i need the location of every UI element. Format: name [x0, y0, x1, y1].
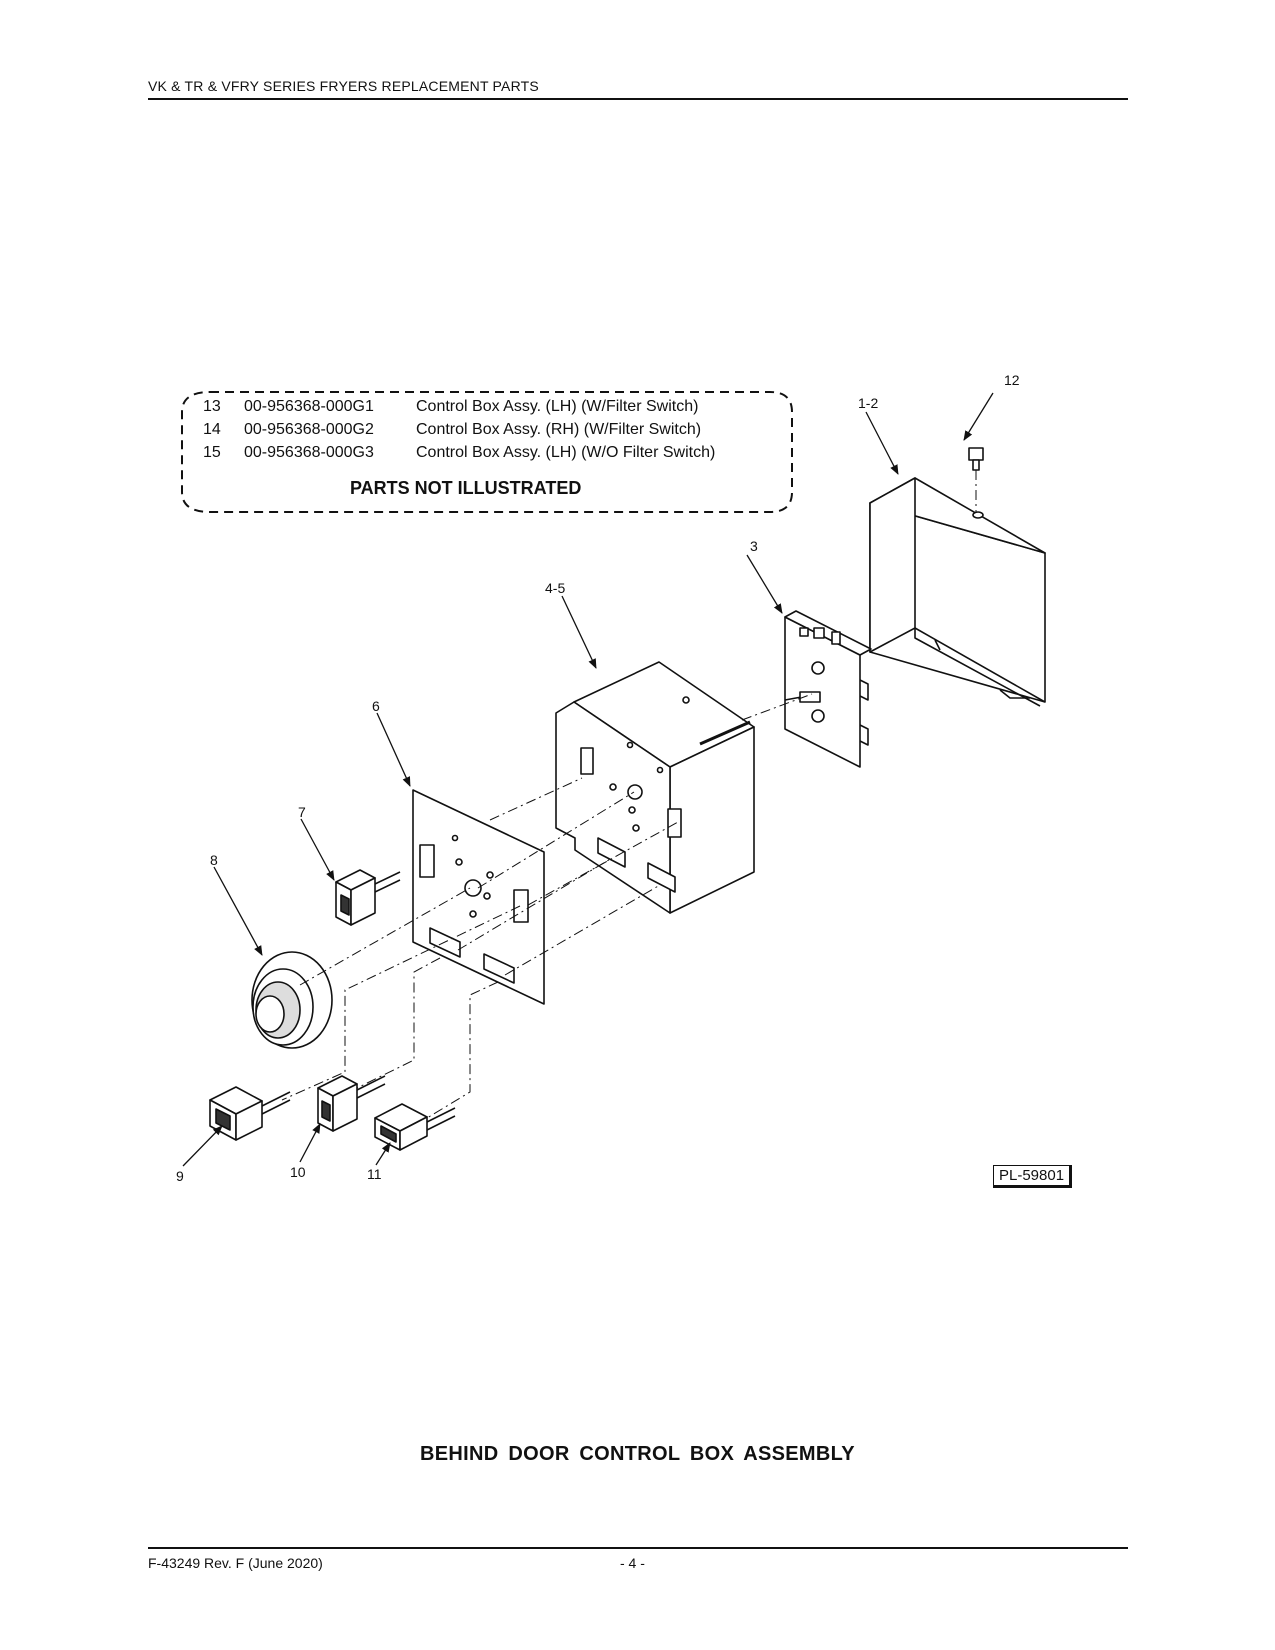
footer-doc-number: F-43249 Rev. F (June 2020) — [148, 1555, 323, 1571]
callout-8: 8 — [210, 852, 218, 868]
callout-7: 7 — [298, 804, 306, 820]
parts-not-illustrated-border — [181, 391, 793, 513]
callout-3: 3 — [750, 538, 758, 554]
rocker-switch-9 — [209, 1086, 291, 1141]
circuit-board-bracket — [784, 610, 872, 768]
pni-part-number: 00-956368-000G1 — [244, 398, 374, 415]
control-box — [555, 661, 755, 914]
callout-4-5: 4-5 — [545, 580, 566, 596]
assembly-lines — [281, 470, 977, 1119]
rocker-switch-7 — [335, 869, 401, 926]
callout-10: 10 — [290, 1164, 306, 1180]
footer-page-number: - 4 - — [620, 1555, 645, 1571]
rocker-switch-10 — [317, 1075, 386, 1132]
callout-9: 9 — [176, 1168, 184, 1184]
footer-rule — [148, 1547, 1128, 1549]
thermostat-knob — [251, 951, 333, 1049]
callout-1-2: 1-2 — [858, 395, 879, 411]
face-plate — [412, 789, 545, 1005]
page-header-title: VK & TR & VFRY SERIES FRYERS REPLACEMENT… — [148, 78, 539, 94]
pni-part-number: 00-956368-000G3 — [244, 444, 374, 461]
pni-item-number: 13 — [203, 398, 221, 415]
pni-title: PARTS NOT ILLUSTRATED — [350, 478, 582, 498]
leader-arrows — [182, 392, 994, 1167]
screw — [968, 447, 984, 471]
rocker-switch-11 — [374, 1103, 456, 1151]
pni-description: Control Box Assy. (LH) (W/Filter Switch) — [416, 398, 699, 415]
pni-part-number: 00-956368-000G2 — [244, 421, 374, 438]
pni-description: Control Box Assy. (RH) (W/Filter Switch) — [416, 421, 702, 438]
callout-11: 11 — [367, 1166, 382, 1182]
pni-description: Control Box Assy. (LH) (W/O Filter Switc… — [416, 444, 716, 461]
callout-12: 12 — [1004, 372, 1020, 388]
plate-id-box: PL-59801 — [993, 1165, 1073, 1188]
callout-6: 6 — [372, 698, 380, 714]
pni-item-number: 14 — [203, 421, 221, 438]
pni-item-number: 15 — [203, 444, 221, 461]
header-rule — [148, 98, 1128, 100]
figure-caption: BEHIND DOOR CONTROL BOX ASSEMBLY — [420, 1443, 855, 1465]
cover-panel — [869, 477, 1046, 707]
